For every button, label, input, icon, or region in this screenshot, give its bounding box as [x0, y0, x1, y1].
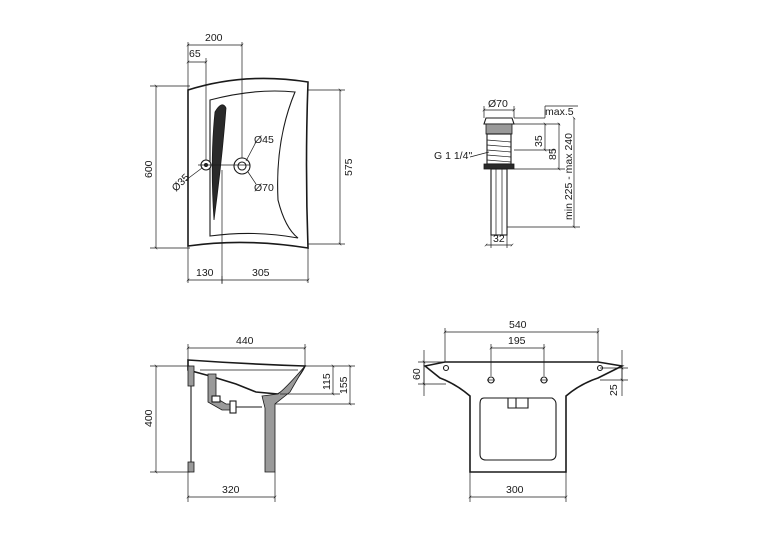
top-view: 200 65 Ø45 Ø70 Ø35 600 575 130 305 — [143, 32, 355, 284]
dim-max-5: max.5 — [545, 106, 574, 118]
dim-130: 130 — [196, 267, 214, 279]
drain-tail-pipe — [490, 168, 508, 236]
dim-drain-dia-70: Ø70 — [488, 98, 508, 110]
dim-60: 60 — [411, 368, 423, 380]
dim-155: 155 — [338, 376, 350, 394]
dim-305: 305 — [252, 267, 270, 279]
dim-300: 300 — [506, 484, 524, 496]
top-view-overflow-slot — [211, 104, 227, 221]
drain-detail: Ø70 max.5 35 85 min 225 - max 240 G 1 1/… — [434, 98, 580, 248]
dim-32: 32 — [493, 233, 505, 245]
drain-cap — [483, 117, 515, 125]
dim-575: 575 — [343, 158, 355, 176]
siphon-nut — [211, 395, 221, 403]
top-view-bowl — [209, 90, 299, 239]
dim-range: min 225 - max 240 — [563, 133, 575, 220]
drain-thread-body — [486, 133, 512, 165]
dim-115: 115 — [321, 373, 333, 390]
front-view: 540 195 60 25 300 — [411, 319, 628, 502]
drain-hole-inner — [237, 161, 247, 171]
top-view-basin-outline — [187, 77, 309, 249]
dim-440: 440 — [236, 335, 254, 347]
dim-dia-45: Ø45 — [254, 134, 274, 146]
dim-thread: G 1 1/4" — [434, 150, 472, 162]
siphon-outlet — [229, 400, 237, 414]
dim-195: 195 — [508, 335, 526, 347]
front-view-basin — [423, 361, 625, 473]
side-view: 440 115 155 400 320 — [143, 335, 355, 502]
wall-bracket-top — [187, 365, 195, 387]
dim-600: 600 — [143, 160, 155, 178]
dim-320: 320 — [222, 484, 240, 496]
drain-collar — [485, 123, 513, 135]
dim-65: 65 — [189, 48, 201, 60]
dim-85: 85 — [547, 148, 559, 160]
dim-200: 200 — [205, 32, 223, 44]
dim-dia-35: Ø35 — [170, 171, 193, 194]
dim-35: 35 — [533, 135, 545, 147]
mount-hole-left — [442, 364, 450, 372]
dim-400: 400 — [143, 409, 155, 427]
dim-dia-70: Ø70 — [254, 182, 274, 194]
dim-540: 540 — [509, 319, 527, 331]
drain-nut — [483, 163, 515, 170]
dim-25: 25 — [608, 384, 620, 396]
pedestal-notch — [507, 397, 529, 409]
wall-bracket-bottom — [187, 461, 195, 473]
pedestal-leg — [261, 365, 306, 473]
pedestal-opening — [479, 397, 557, 461]
